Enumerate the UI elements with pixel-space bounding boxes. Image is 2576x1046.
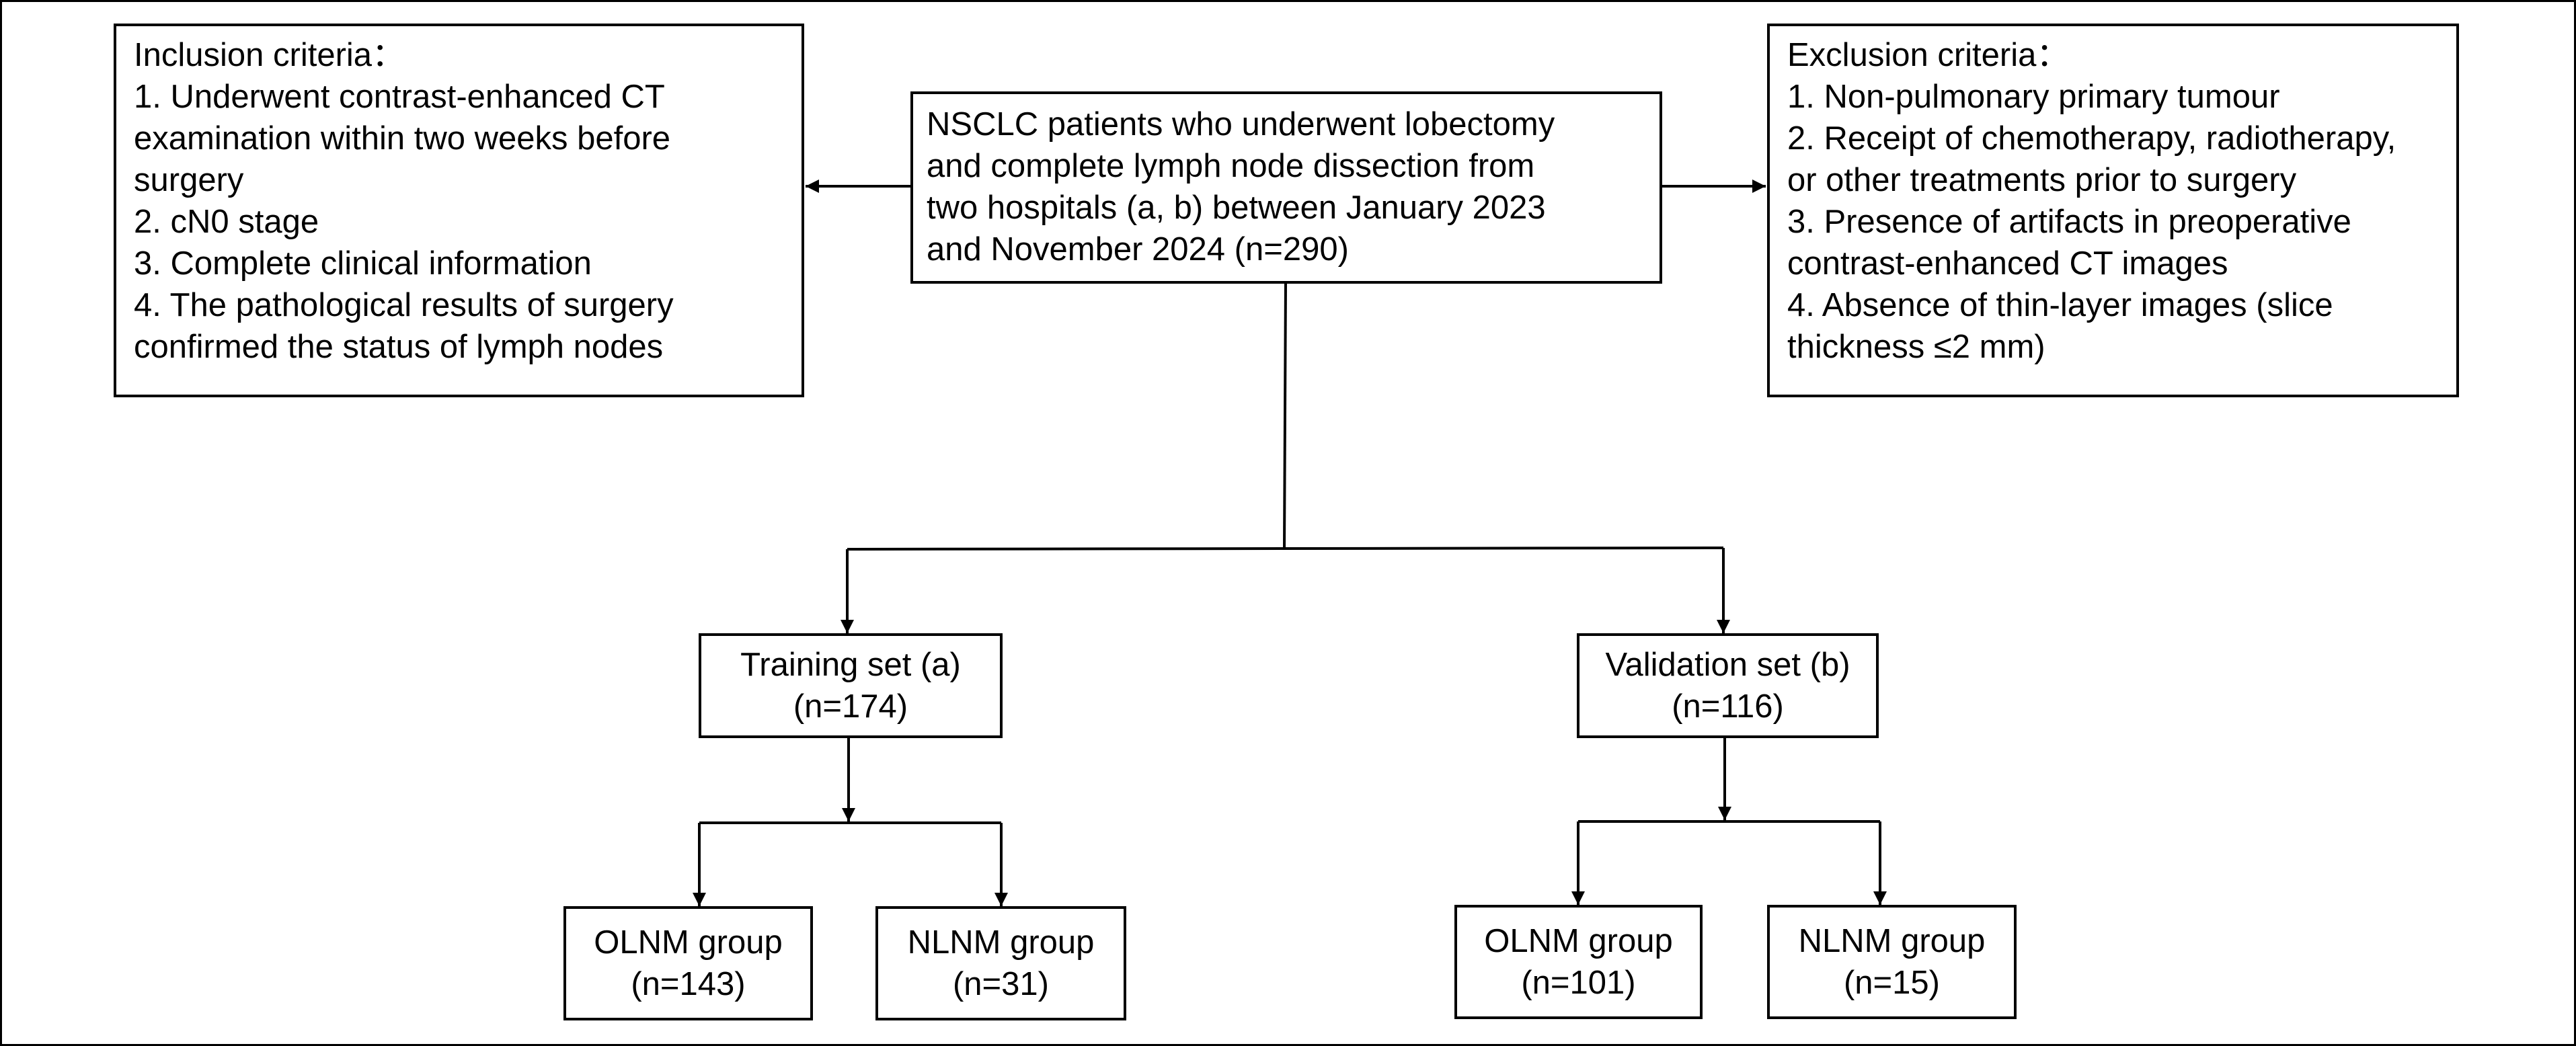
training-nlnm-group-box: NLNM group (n=31) bbox=[875, 906, 1126, 1020]
training-set-count: (n=174) bbox=[793, 688, 908, 725]
exclusion-criteria-box: Exclusion criteria： 1. Non-pulmonary pri… bbox=[1767, 24, 2459, 397]
validation-nlnm-label: NLNM group bbox=[1798, 923, 1986, 959]
line-split-horizontal bbox=[847, 547, 1724, 551]
exclusion-criteria-line: 4. Absence of thin-layer images (slice bbox=[1787, 287, 2333, 323]
inclusion-criteria-line: 4. The pathological results of surgery bbox=[134, 287, 674, 323]
inclusion-criteria-line: 3. Complete clinical information bbox=[134, 245, 592, 282]
training-set-box: Training set (a) (n=174) bbox=[699, 633, 1003, 738]
inclusion-criteria-line: 1. Underwent contrast-enhanced CT bbox=[134, 79, 665, 115]
inclusion-criteria-box: Inclusion criteria： 1. Underwent contras… bbox=[114, 24, 804, 397]
validation-nlnm-count: (n=15) bbox=[1843, 965, 1940, 1001]
exclusion-criteria-line: 3. Presence of artifacts in preoperative bbox=[1787, 204, 2351, 240]
training-nlnm-count: (n=31) bbox=[952, 966, 1049, 1002]
training-olnm-group-box: OLNM group (n=143) bbox=[563, 906, 813, 1020]
source-population-line: NSCLC patients who underwent lobectomy bbox=[927, 106, 1555, 143]
exclusion-criteria-line: thickness ≤2 mm) bbox=[1787, 329, 2045, 365]
validation-olnm-count: (n=101) bbox=[1521, 965, 1636, 1001]
inclusion-criteria-title: Inclusion criteria： bbox=[134, 37, 405, 73]
training-olnm-label: OLNM group bbox=[594, 924, 783, 961]
exclusion-criteria-line: or other treatments prior to surgery bbox=[1787, 162, 2297, 198]
validation-olnm-group-box: OLNM group (n=101) bbox=[1454, 905, 1703, 1019]
line-source-down bbox=[1283, 282, 1287, 550]
source-population-line: two hospitals (a, b) between January 202… bbox=[927, 190, 1546, 226]
validation-set-box: Validation set (b) (n=116) bbox=[1577, 633, 1879, 738]
inclusion-criteria-line: examination within two weeks before bbox=[134, 120, 671, 157]
source-population-line: and complete lymph node dissection from bbox=[927, 148, 1535, 184]
source-population-box: NSCLC patients who underwent lobectomy a… bbox=[910, 91, 1662, 284]
validation-nlnm-group-box: NLNM group (n=15) bbox=[1767, 905, 2017, 1019]
exclusion-criteria-line: 2. Receipt of chemotherapy, radiotherapy… bbox=[1787, 120, 2396, 157]
validation-set-count: (n=116) bbox=[1672, 688, 1784, 725]
validation-set-label: Validation set (b) bbox=[1605, 647, 1850, 683]
exclusion-criteria-title: Exclusion criteria： bbox=[1787, 37, 2070, 73]
inclusion-criteria-line: 2. cN0 stage bbox=[134, 204, 319, 240]
validation-olnm-label: OLNM group bbox=[1484, 923, 1673, 959]
inclusion-criteria-line: confirmed the status of lymph nodes bbox=[134, 329, 664, 365]
exclusion-criteria-line: 1. Non-pulmonary primary tumour bbox=[1787, 79, 2280, 115]
training-set-label: Training set (a) bbox=[740, 647, 961, 683]
source-population-line: and November 2024 (n=290) bbox=[927, 231, 1349, 268]
training-nlnm-label: NLNM group bbox=[907, 924, 1095, 961]
exclusion-criteria-line: contrast-enhanced CT images bbox=[1787, 245, 2228, 282]
inclusion-criteria-line: surgery bbox=[134, 162, 244, 198]
training-olnm-count: (n=143) bbox=[631, 966, 746, 1002]
